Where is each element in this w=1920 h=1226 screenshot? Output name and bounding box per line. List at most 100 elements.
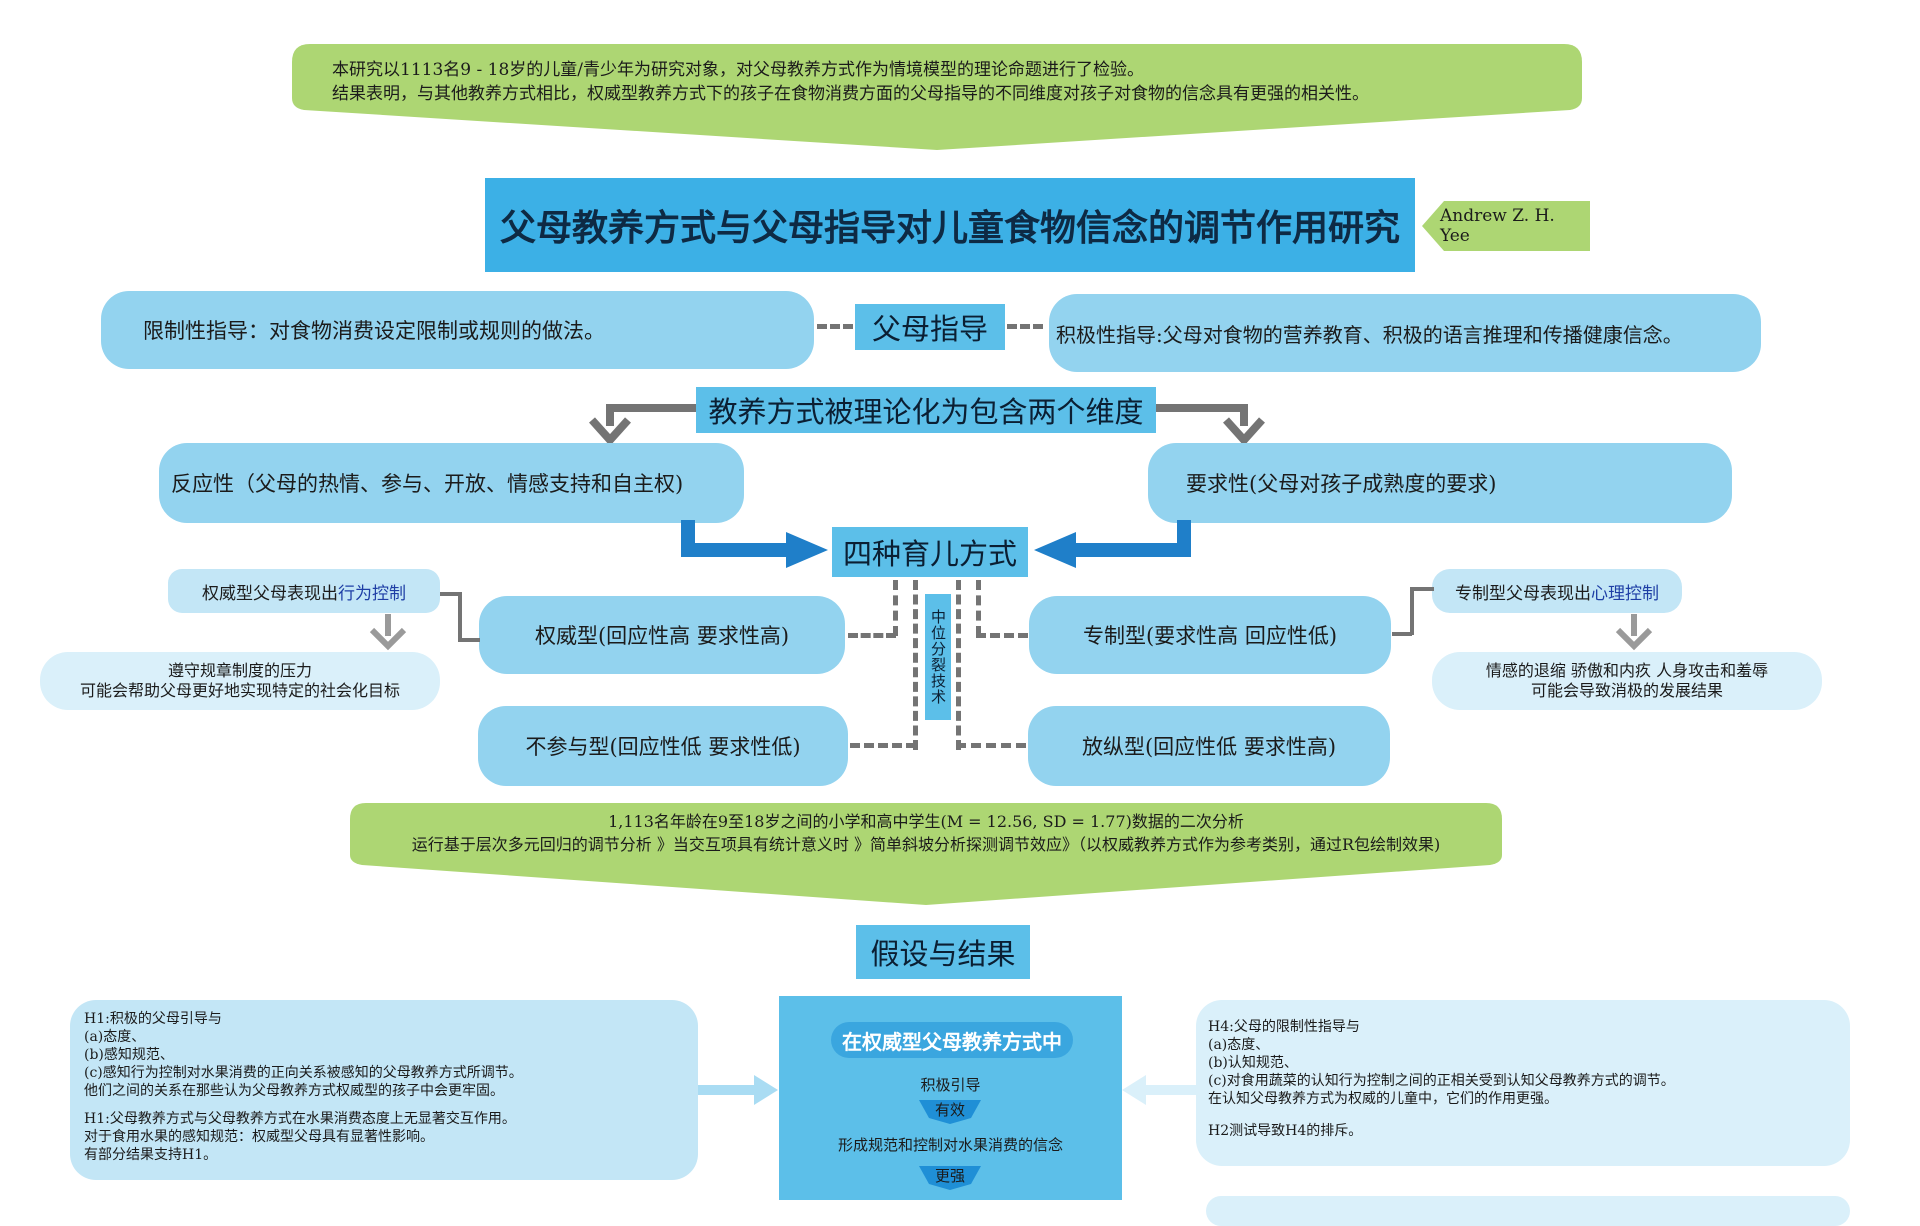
main-title: 父母教养方式与父母指导对儿童食物信念的调节作用研究 [485,178,1415,272]
uninvolved-text: 不参与型(回应性低 要求性低) [525,735,801,759]
author-name: Andrew Z. H. Yee [1440,206,1555,246]
permissive-text: 放纵型(回应性低 要求性高) [1081,735,1337,759]
uninvolved-box: 不参与型(回应性低 要求性低) [478,706,848,786]
h1-line-1: H1:积极的父母引导与 [84,1011,222,1027]
dimensions-label-text: 教养方式被理论化为包含两个维度 [708,395,1144,429]
center-item-1: 积极引导 [920,1076,981,1094]
blue-arrow-left [681,520,828,568]
h4-panel: H4:父母的限制性指导与 (a)态度、 (b)认知规范、 (c)对食用蔬菜的认知… [1196,1000,1850,1166]
h4-result: H2测试导致H4的排斥。 [1208,1123,1363,1139]
method-banner: 1,113名年龄在9至18岁之间的小学和高中学生(M = 12.56, SD =… [350,803,1502,907]
authoritative-text: 权威型(回应性高 要求性高) [534,624,790,648]
center-tag-2-shape [919,1166,981,1190]
method-banner-shape [350,803,1502,905]
demandingness-box: 要求性(父母对孩子成熟度的要求) [1148,443,1732,523]
blue-arrow-right [1034,520,1191,568]
right-note-arrow [1615,614,1653,651]
guidance-label-text: 父母指导 [871,312,988,346]
median-connector-left [913,580,918,750]
center-tag-1-text: 有效 [934,1101,965,1119]
dim-connector-left-h [610,404,698,412]
h1-line-2: (a)态度、 [84,1029,146,1045]
left-note-prefix: 权威型父母表现出 [202,583,338,604]
intro-banner-shape [292,44,1582,150]
dim-connector-right-h [1154,404,1248,412]
intro-banner: 本研究以1113名9 - 18岁的儿童/青少年为研究对象，对父母教养方式作为情境… [292,44,1582,154]
dim-arrowhead-right [1223,417,1265,446]
demandingness-text: 要求性(父母对孩子成熟度的要求) [1186,472,1497,496]
results-label: 假设与结果 [856,925,1030,979]
h1-panel: H1:积极的父母引导与 (a)态度、 (b)感知规范、 (c)感知行为控制对水果… [70,1000,698,1180]
left-note-highlight: 行为控制 [338,583,406,604]
center-tag-1-shape [919,1100,981,1124]
positive-guidance-box: 积极性指导:父母对食物的营养教育、积极的语言推理和传播健康信念。 [1049,294,1761,372]
guidance-label: 父母指导 [855,304,1005,350]
left-note-arrow [369,614,407,651]
restrictive-guidance-box: 限制性指导：对食物消费设定限制或规则的做法。 [101,291,814,369]
connector-uninvolved [850,743,916,748]
right-note-head: 专制型父母表现出心理控制 [1432,569,1682,613]
author-tag-shape [1422,201,1590,251]
right-note-connector-v [1410,587,1414,635]
median-connector-left-inner [893,580,898,636]
h4-arrow [1122,1075,1202,1105]
h4-line-4: (c)对食用蔬菜的认知行为控制之间的正相关受到认知父母教养方式的调节。 [1208,1073,1675,1089]
left-note-line-1: 遵守规章制度的压力 [167,661,312,680]
h1-result-line-1: H1:父母教养方式与父母教养方式在水果消费态度上无显著交互作用。 [84,1111,516,1127]
left-note-head: 权威型父母表现出行为控制 [168,569,440,613]
center-tag-1: 有效 [919,1100,981,1124]
method-line-1: 1,113名年龄在9至18岁之间的小学和高中学生(M = 12.56, SD =… [608,812,1244,831]
h1-line-4: (c)感知行为控制对水果消费的正向关系被感知的父母教养方式所调节。 [84,1065,523,1081]
center-item-2: 形成规范和控制对水果消费的信念 [837,1136,1063,1154]
center-title-pill: 在权威型父母教养方式中 [831,1022,1073,1058]
h4-line-2: (a)态度、 [1208,1037,1270,1053]
connector-left-guidance [817,324,853,329]
lower-right-panel-edge [1206,1196,1850,1226]
author-tag: Andrew Z. H. Yee [1422,201,1590,251]
median-connector-right [956,580,961,750]
connector-authoritarian [976,633,1028,638]
right-note-line-2: 可能会导致消极的发展结果 [1530,681,1723,700]
left-note-connector-v [458,592,462,641]
h1-result-line-3: 有部分结果支持H1。 [84,1147,218,1163]
center-title-text: 在权威型父母教养方式中 [842,1029,1062,1054]
four-styles-label-text: 四种育儿方式 [842,537,1017,571]
dimensions-label: 教养方式被理论化为包含两个维度 [696,387,1156,433]
right-note-highlight: 心理控制 [1591,583,1659,604]
median-split-text: 中位分裂技术 [929,609,947,705]
left-note-connector-h2 [458,638,480,642]
h4-line-5: 在认知父母教养方式为权威的儿童中，它们的作用更强。 [1208,1091,1558,1107]
h4-line-3: (b)认知规范、 [1208,1055,1298,1071]
positive-guidance-text: 积极性指导:父母对食物的营养教育、积极的语言推理和传播健康信念。 [1056,322,1683,347]
right-note-body: 情感的退缩 骄傲和内疚 人身攻击和羞辱 可能会导致消极的发展结果 [1432,652,1822,710]
center-tag-2-text: 更强 [934,1167,965,1185]
right-note-prefix: 专制型父母表现出 [1455,583,1591,604]
right-note-connector-h1 [1412,587,1434,591]
authoritative-box: 权威型(回应性高 要求性高) [479,596,845,674]
results-label-text: 假设与结果 [870,937,1016,971]
responsiveness-text: 反应性（父母的热情、参与、开放、情感支持和自主权) [171,472,684,496]
restrictive-guidance-text: 限制性指导：对食物消费设定限制或规则的做法。 [143,319,605,343]
h1-result: H1:父母教养方式与父母教养方式在水果消费态度上无显著交互作用。 对于食用水果的… [84,1110,698,1164]
method-line-2: 运行基于层次多元回归的调节分析 》当交互项具有统计意义时 》简单斜坡分析探测调节… [411,835,1441,854]
median-connector-right-inner [976,580,981,636]
center-tag-2: 更强 [919,1166,981,1190]
h1-line-5: 他们之间的关系在那些认为父母教养方式权威型的孩子中会更牢固。 [84,1083,504,1099]
h1-result-line-2: 对于食用水果的感知规范：权威型父母具有显著性影响。 [84,1129,434,1145]
left-note-connector-h1 [440,592,460,596]
dim-connector-right-v [1240,404,1248,426]
responsiveness-box: 反应性（父母的热情、参与、开放、情感支持和自主权) [159,443,744,523]
right-note-line-1: 情感的退缩 骄傲和内疚 人身攻击和羞辱 [1485,661,1769,680]
h1-line-3: (b)感知规范、 [84,1047,174,1063]
connector-permissive [956,743,1026,748]
h4-hypothesis: H4:父母的限制性指导与 (a)态度、 (b)认知规范、 (c)对食用蔬菜的认知… [1208,1018,1850,1108]
left-note-body: 遵守规章制度的压力 可能会帮助父母更好地实现特定的社会化目标 [40,652,440,710]
main-title-text: 父母教养方式与父母指导对儿童食物信念的调节作用研究 [499,207,1400,249]
authoritarian-text: 专制型(要求性高 回应性低) [1082,624,1338,648]
dim-connector-left-v [606,404,614,426]
connector-authoritative [848,633,896,638]
center-results-panel: 在权威型父母教养方式中 积极引导 有效 形成规范和控制对水果消费的信念 更强 [779,996,1122,1200]
intro-line-1: 本研究以1113名9 - 18岁的儿童/青少年为研究对象，对父母教养方式作为情境… [332,60,1144,80]
dim-arrowhead-left [589,417,631,446]
right-note-connector-h2 [1392,632,1412,636]
